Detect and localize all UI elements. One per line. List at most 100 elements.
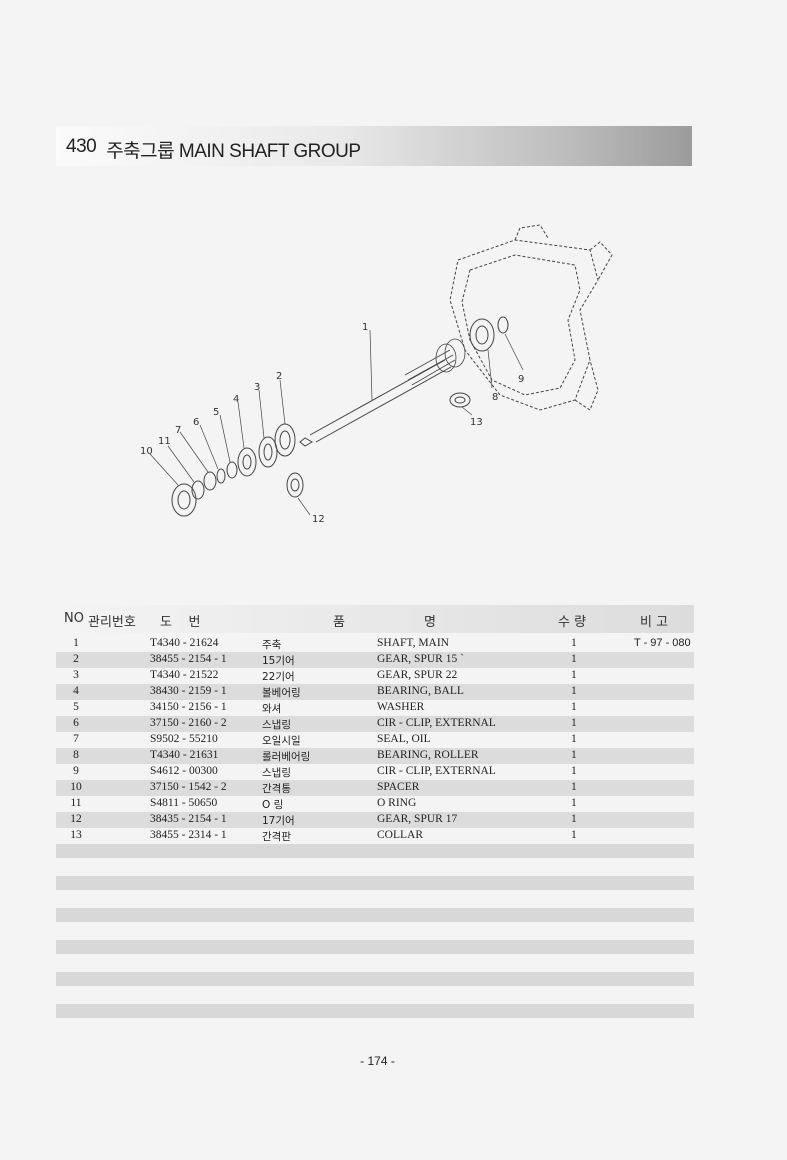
empty-row <box>56 876 694 890</box>
table-header: NO 관리번호 도 번 품 명 수 량 비 고 <box>56 605 694 633</box>
roller-bearing-8 <box>469 318 495 352</box>
cell-name-en: SEAL, OIL <box>377 733 431 745</box>
callout-12: 12 <box>312 514 325 525</box>
exploded-parts-diagram: 1 2 3 4 5 6 7 8 9 10 11 12 13 <box>140 224 613 525</box>
table-row: 2 38455 - 2154 - 1 15기어 GEAR, SPUR 15 ` … <box>56 652 694 668</box>
callout-3: 3 <box>254 382 260 393</box>
circlip-9 <box>497 316 509 334</box>
header-drawing-no: 도 번 <box>160 615 201 630</box>
cell-drawing-no: S9502 - 55210 <box>150 733 218 745</box>
ball-bearing <box>237 447 257 477</box>
cell-no: 4 <box>73 685 79 697</box>
cell-name-en: CIR - CLIP, EXTERNAL <box>377 717 496 729</box>
page-number: - 174 - <box>360 1054 395 1068</box>
cell-drawing-no: 38455 - 2314 - 1 <box>150 829 227 841</box>
table-row: 3 T4340 - 21522 22기어 GEAR, SPUR 22 1 <box>56 668 694 684</box>
cell-no: 11 <box>70 797 82 809</box>
leader-lines <box>149 329 524 516</box>
cell-no: 6 <box>73 717 79 729</box>
table-body: 1 T4340 - 21624 주축 SHAFT, MAIN 1 T - 97 … <box>56 636 694 844</box>
callout-7: 7 <box>175 425 181 436</box>
cell-qty: 1 <box>571 829 577 841</box>
cell-qty: 1 <box>571 813 577 825</box>
header-mgmt-no: 관리번호 <box>88 615 136 630</box>
header-name-left: 품 <box>333 615 345 630</box>
cell-drawing-no: S4811 - 50650 <box>150 797 218 809</box>
header-remark: 비 고 <box>640 615 669 630</box>
cell-name-kr: 스냅링 <box>262 767 291 779</box>
table-row: 6 37150 - 2160 - 2 스냅링 CIR - CLIP, EXTER… <box>56 716 694 732</box>
cell-qty: 1 <box>571 685 577 697</box>
table-row: 10 37150 - 1542 - 2 간격통 SPACER 1 <box>56 780 694 796</box>
gear-spur-17 <box>286 472 304 498</box>
cell-qty: 1 <box>571 797 577 809</box>
cell-name-en: GEAR, SPUR 17 <box>377 813 458 825</box>
cell-name-en: SHAFT, MAIN <box>377 637 449 649</box>
cell-qty: 1 <box>571 669 577 681</box>
callout-9: 9 <box>518 374 524 385</box>
callout-6: 6 <box>193 417 199 428</box>
cell-name-kr: 오일시일 <box>262 735 301 747</box>
transmission-housing <box>449 224 613 411</box>
cell-name-en: BEARING, BALL <box>377 685 464 697</box>
callout-13: 13 <box>470 417 483 428</box>
empty-row <box>56 940 694 954</box>
callout-5: 5 <box>213 407 219 418</box>
cell-no: 5 <box>73 701 79 713</box>
cell-name-kr: 22기어 <box>262 671 295 683</box>
cell-name-kr: 17기어 <box>262 815 295 827</box>
cell-no: 3 <box>73 669 79 681</box>
cell-name-kr: 15기어 <box>262 655 295 667</box>
table-row: 7 S9502 - 55210 오일시일 SEAL, OIL 1 <box>56 732 694 748</box>
cell-name-kr: 와셔 <box>262 703 282 715</box>
parts-table: NO 관리번호 도 번 품 명 수 량 비 고 1 T4340 - 21624 … <box>56 605 694 844</box>
cell-qty: 1 <box>571 717 577 729</box>
cell-drawing-no: 37150 - 2160 - 2 <box>150 717 227 729</box>
section-name: 주축그룹 MAIN SHAFT GROUP <box>106 141 361 162</box>
collar-13 <box>449 392 471 408</box>
table-row: 1 T4340 - 21624 주축 SHAFT, MAIN 1 T - 97 … <box>56 636 694 652</box>
cell-drawing-no: 38435 - 2154 - 1 <box>150 813 227 825</box>
empty-row <box>56 844 694 858</box>
table-row: 5 34150 - 2156 - 1 와셔 WASHER 1 <box>56 700 694 716</box>
cell-no: 13 <box>70 829 82 841</box>
cell-name-kr: 스냅링 <box>262 719 291 731</box>
cell-name-kr: 주축 <box>262 639 282 651</box>
cell-name-en: COLLAR <box>377 829 423 841</box>
cell-name-kr: 간격통 <box>262 783 291 795</box>
cell-drawing-no: 38430 - 2159 - 1 <box>150 685 227 697</box>
callout-10: 10 <box>140 446 153 457</box>
cell-name-kr: 볼베어링 <box>262 687 301 699</box>
shaft-spline <box>404 338 466 386</box>
empty-row <box>56 1004 694 1018</box>
callout-1: 1 <box>362 322 368 333</box>
header-qty: 수 량 <box>558 615 587 630</box>
header-name-right: 명 <box>424 615 436 630</box>
callout-2: 2 <box>276 371 282 382</box>
cell-qty: 1 <box>571 765 577 777</box>
cell-drawing-no: 37150 - 1542 - 2 <box>150 781 227 793</box>
cell-no: 9 <box>73 765 79 777</box>
cell-name-en: BEARING, ROLLER <box>377 749 479 761</box>
cell-no: 12 <box>70 813 82 825</box>
cell-name-en: SPACER <box>377 781 420 793</box>
gear-spur-15 <box>274 423 296 457</box>
table-row: 8 T4340 - 21631 롤러베어링 BEARING, ROLLER 1 <box>56 748 694 764</box>
cell-name-kr: 롤러베어링 <box>262 751 311 763</box>
cell-drawing-no: 34150 - 2156 - 1 <box>150 701 227 713</box>
table-row: 12 38435 - 2154 - 1 17기어 GEAR, SPUR 17 1 <box>56 812 694 828</box>
table-row: 11 S4811 - 50650 O 링 O RING 1 <box>56 796 694 812</box>
cell-qty: 1 <box>571 781 577 793</box>
table-row: 9 S4612 - 00300 스냅링 CIR - CLIP, EXTERNAL… <box>56 764 694 780</box>
cell-name-en: GEAR, SPUR 15 ` <box>377 653 464 665</box>
section-number: 430 <box>66 136 97 157</box>
cell-name-en: O RING <box>377 797 417 809</box>
cell-name-en: GEAR, SPUR 22 <box>377 669 458 681</box>
cell-qty: 1 <box>571 637 577 649</box>
circlip-6 <box>216 468 226 484</box>
cell-drawing-no: S4612 - 00300 <box>150 765 218 777</box>
empty-row <box>56 972 694 986</box>
cell-no: 10 <box>70 781 82 793</box>
table-row: 4 38430 - 2159 - 1 볼베어링 BEARING, BALL 1 <box>56 684 694 700</box>
